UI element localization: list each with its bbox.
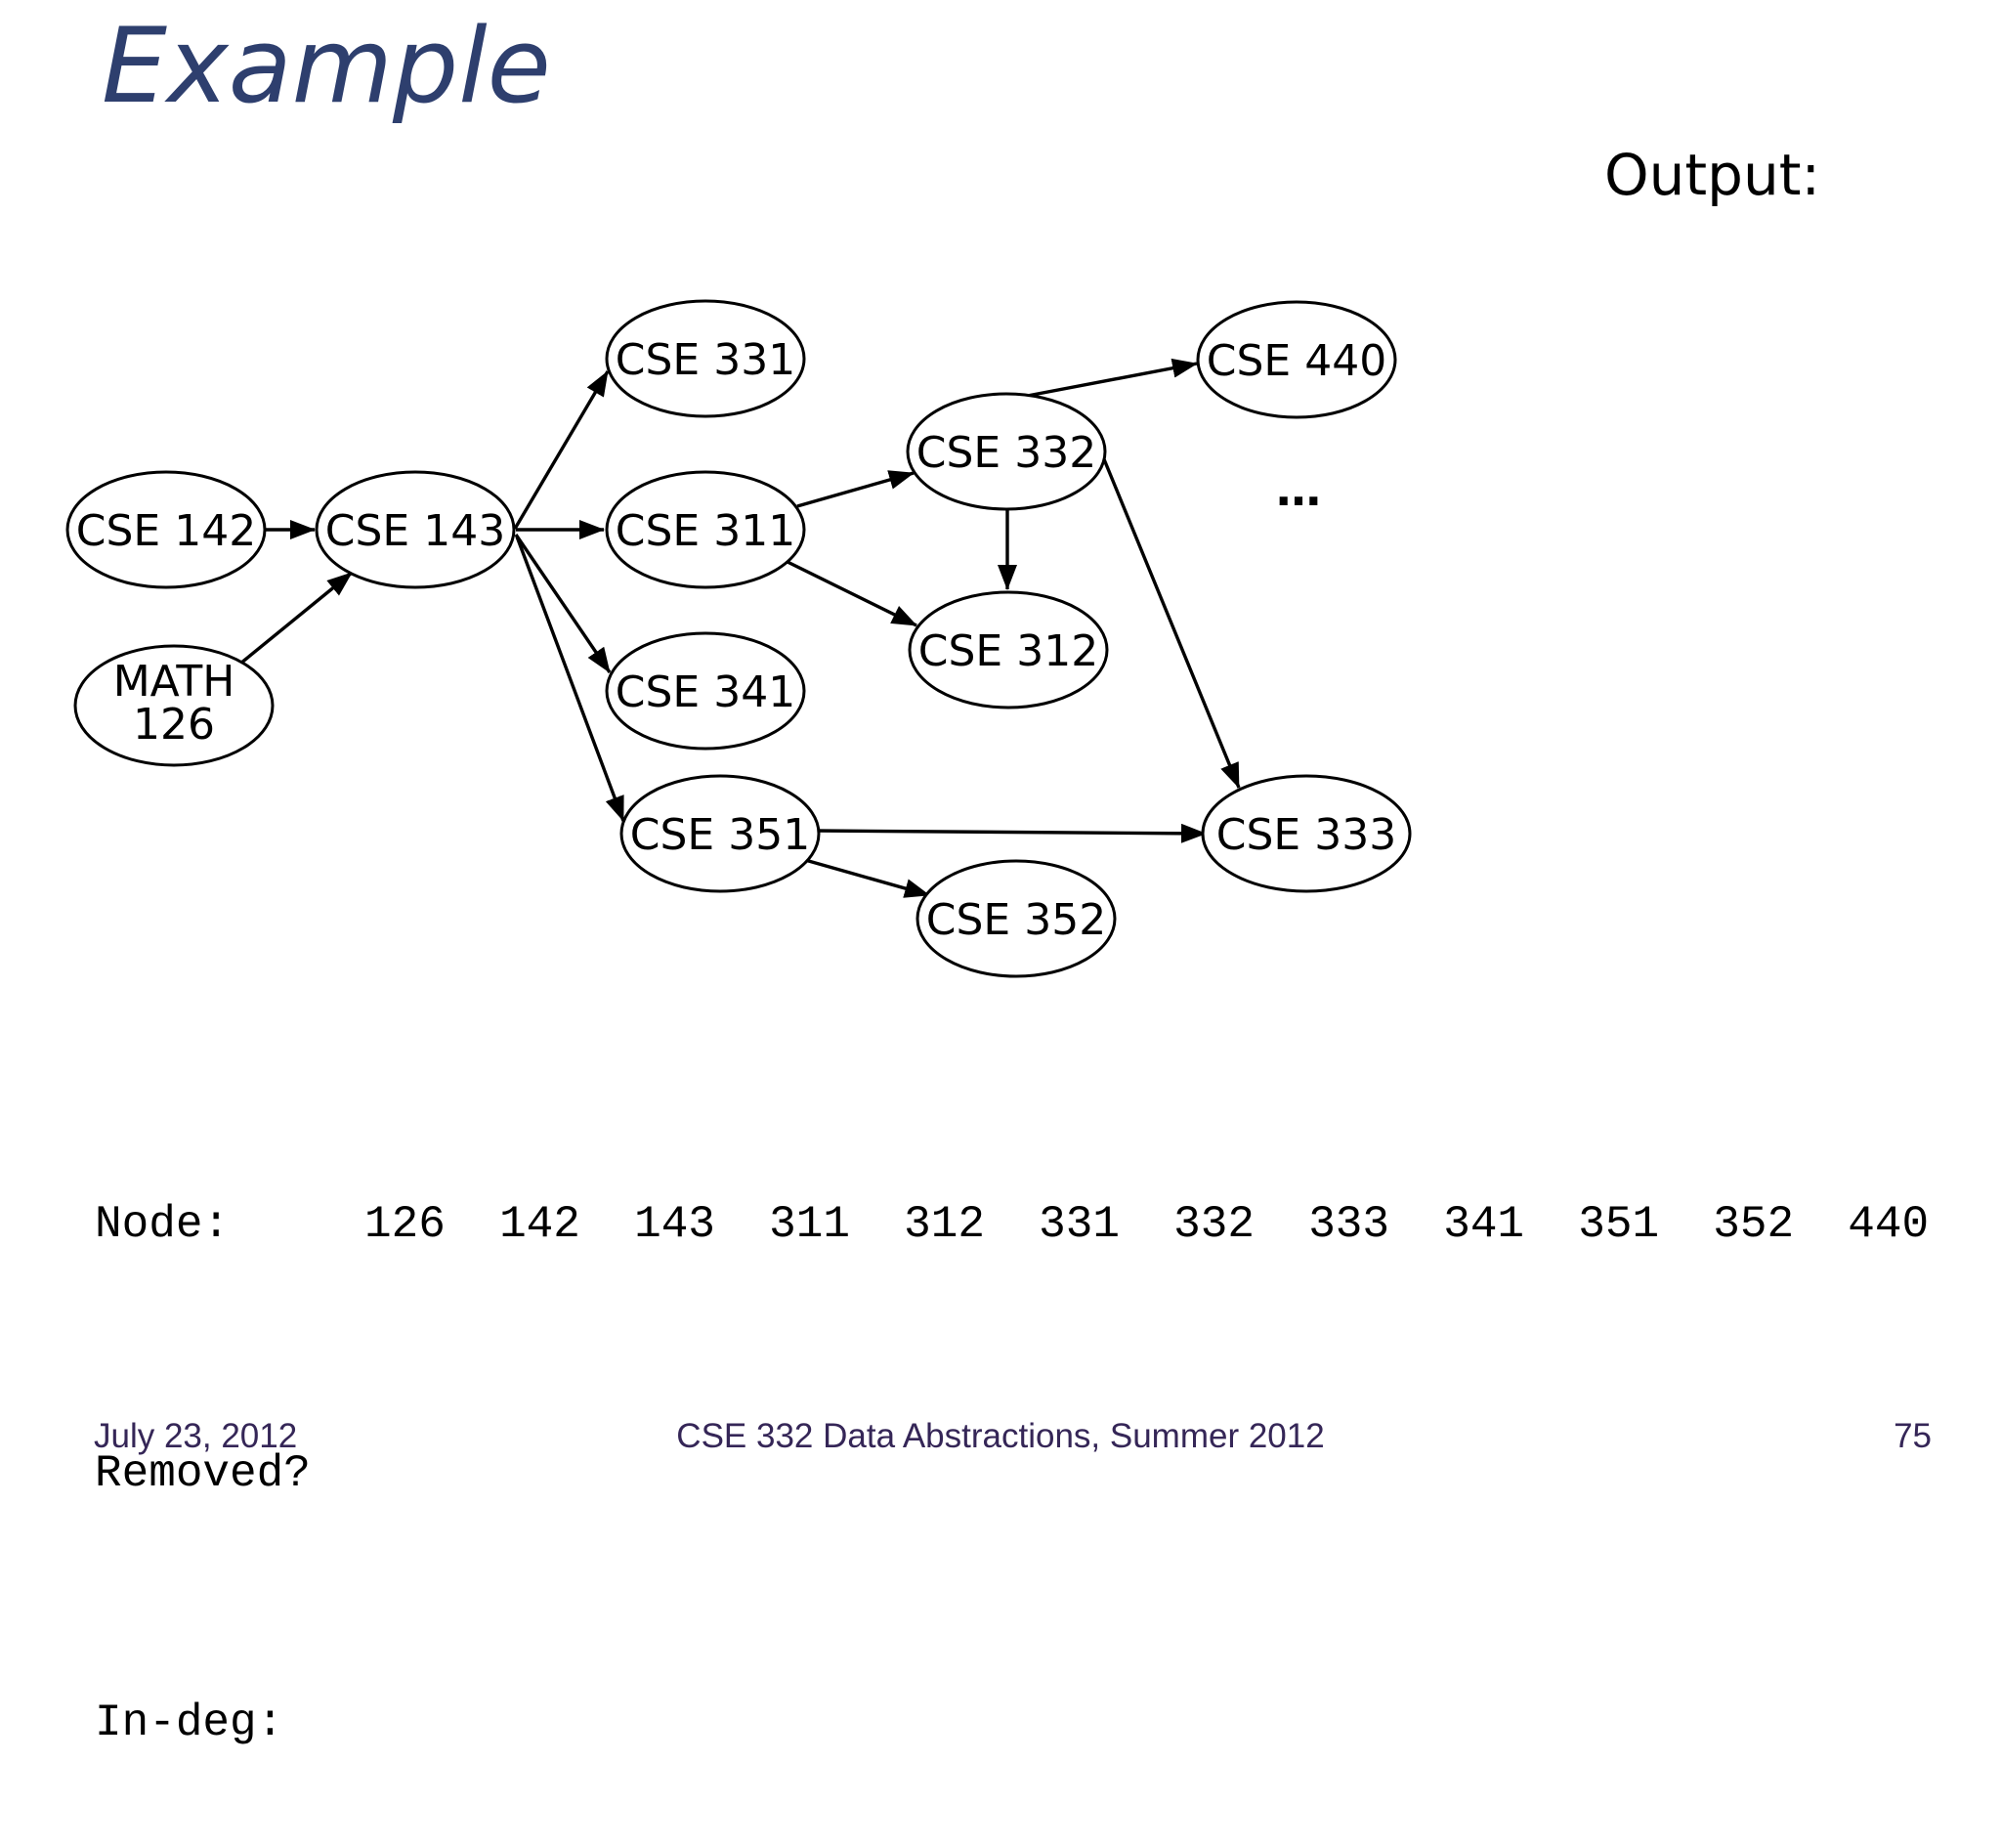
node-label-cse440: CSE 440 [1207,336,1386,386]
indeg-row-label: In-deg: [95,1698,284,1748]
edge-cse311-to-cse332 [796,470,915,508]
node-ellipse-cse352 [915,859,1117,978]
node-ellipse-cse440 [1196,300,1397,419]
node-label-math126: MATH [113,657,235,707]
node-ellipse-cse311 [605,470,806,589]
node-ellipse-cse332 [906,392,1107,511]
node-label-cse142: CSE 142 [76,506,256,556]
node-ellipse-cse312 [908,590,1109,709]
node-label-cse352: CSE 352 [926,895,1106,945]
node-label-cse351: CSE 351 [630,810,810,860]
graph-node-cse142: CSE 142 [65,470,267,589]
node-label-cse143: CSE 143 [325,506,505,556]
node-label-cse341: CSE 341 [616,667,795,717]
edge-cse311-to-cse312 [787,560,917,627]
node-row: Node: 126 142 143 311 312 331 332 333 34… [95,1199,1930,1250]
node-ellipse-cse351 [619,774,821,893]
graph-node-cse312: CSE 312 [908,590,1109,709]
output-label: Output: [1604,142,1821,208]
edge-cse143-to-cse351 [515,536,625,822]
node-label-cse333: CSE 333 [1216,810,1396,860]
graph-node-cse333: CSE 333 [1201,774,1412,893]
graph-node-cse332: CSE 332 [906,392,1107,511]
removed-row-label: Removed? [95,1448,311,1499]
node-label-cse331: CSE 331 [616,335,795,385]
graph-node-cse331: CSE 331 [605,299,806,418]
edge-cse332-to-cse440 [1016,358,1198,400]
footer-course-title: CSE 332 Data Abstractions, Summer 2012 [676,1417,1325,1455]
page-title: Example [102,6,551,126]
graph-node-cse351: CSE 351 [619,774,821,893]
footer-page-number: 75 [1894,1417,1932,1455]
node-ellipse-cse143 [315,470,516,589]
edge-cse332-to-cse333 [1102,458,1241,789]
graph-node-cse311: CSE 311 [605,470,806,589]
node-label-cse311: CSE 311 [616,506,795,556]
edge-cse351-to-cse352 [804,858,930,898]
graph-node-cse143: CSE 143 [315,470,516,589]
graph-node-cse440: CSE 440 [1196,300,1397,419]
node-ellipse-math126 [73,644,275,767]
slide: { "slide": { "title": "Example", "output… [65,6,1932,1748]
node-ellipse-cse142 [65,470,267,589]
node-label-math126: 126 [133,700,215,750]
node-label-cse332: CSE 332 [916,428,1096,478]
ellipsis-more-courses: … [1276,463,1323,516]
node-ellipse-cse333 [1201,774,1412,893]
edge-math126-to-cse143 [238,571,354,666]
node-label-cse312: CSE 312 [918,626,1098,676]
graph-node-cse352: CSE 352 [915,859,1117,978]
node-ellipse-cse331 [605,299,806,418]
edge-cse143-to-cse331 [513,370,610,530]
edge-cse143-to-cse341 [514,534,612,673]
graph-node-cse341: CSE 341 [605,631,806,751]
edge-cse351-to-cse333 [813,823,1207,843]
node-ellipse-cse341 [605,631,806,751]
footer-date: July 23, 2012 [94,1417,298,1455]
